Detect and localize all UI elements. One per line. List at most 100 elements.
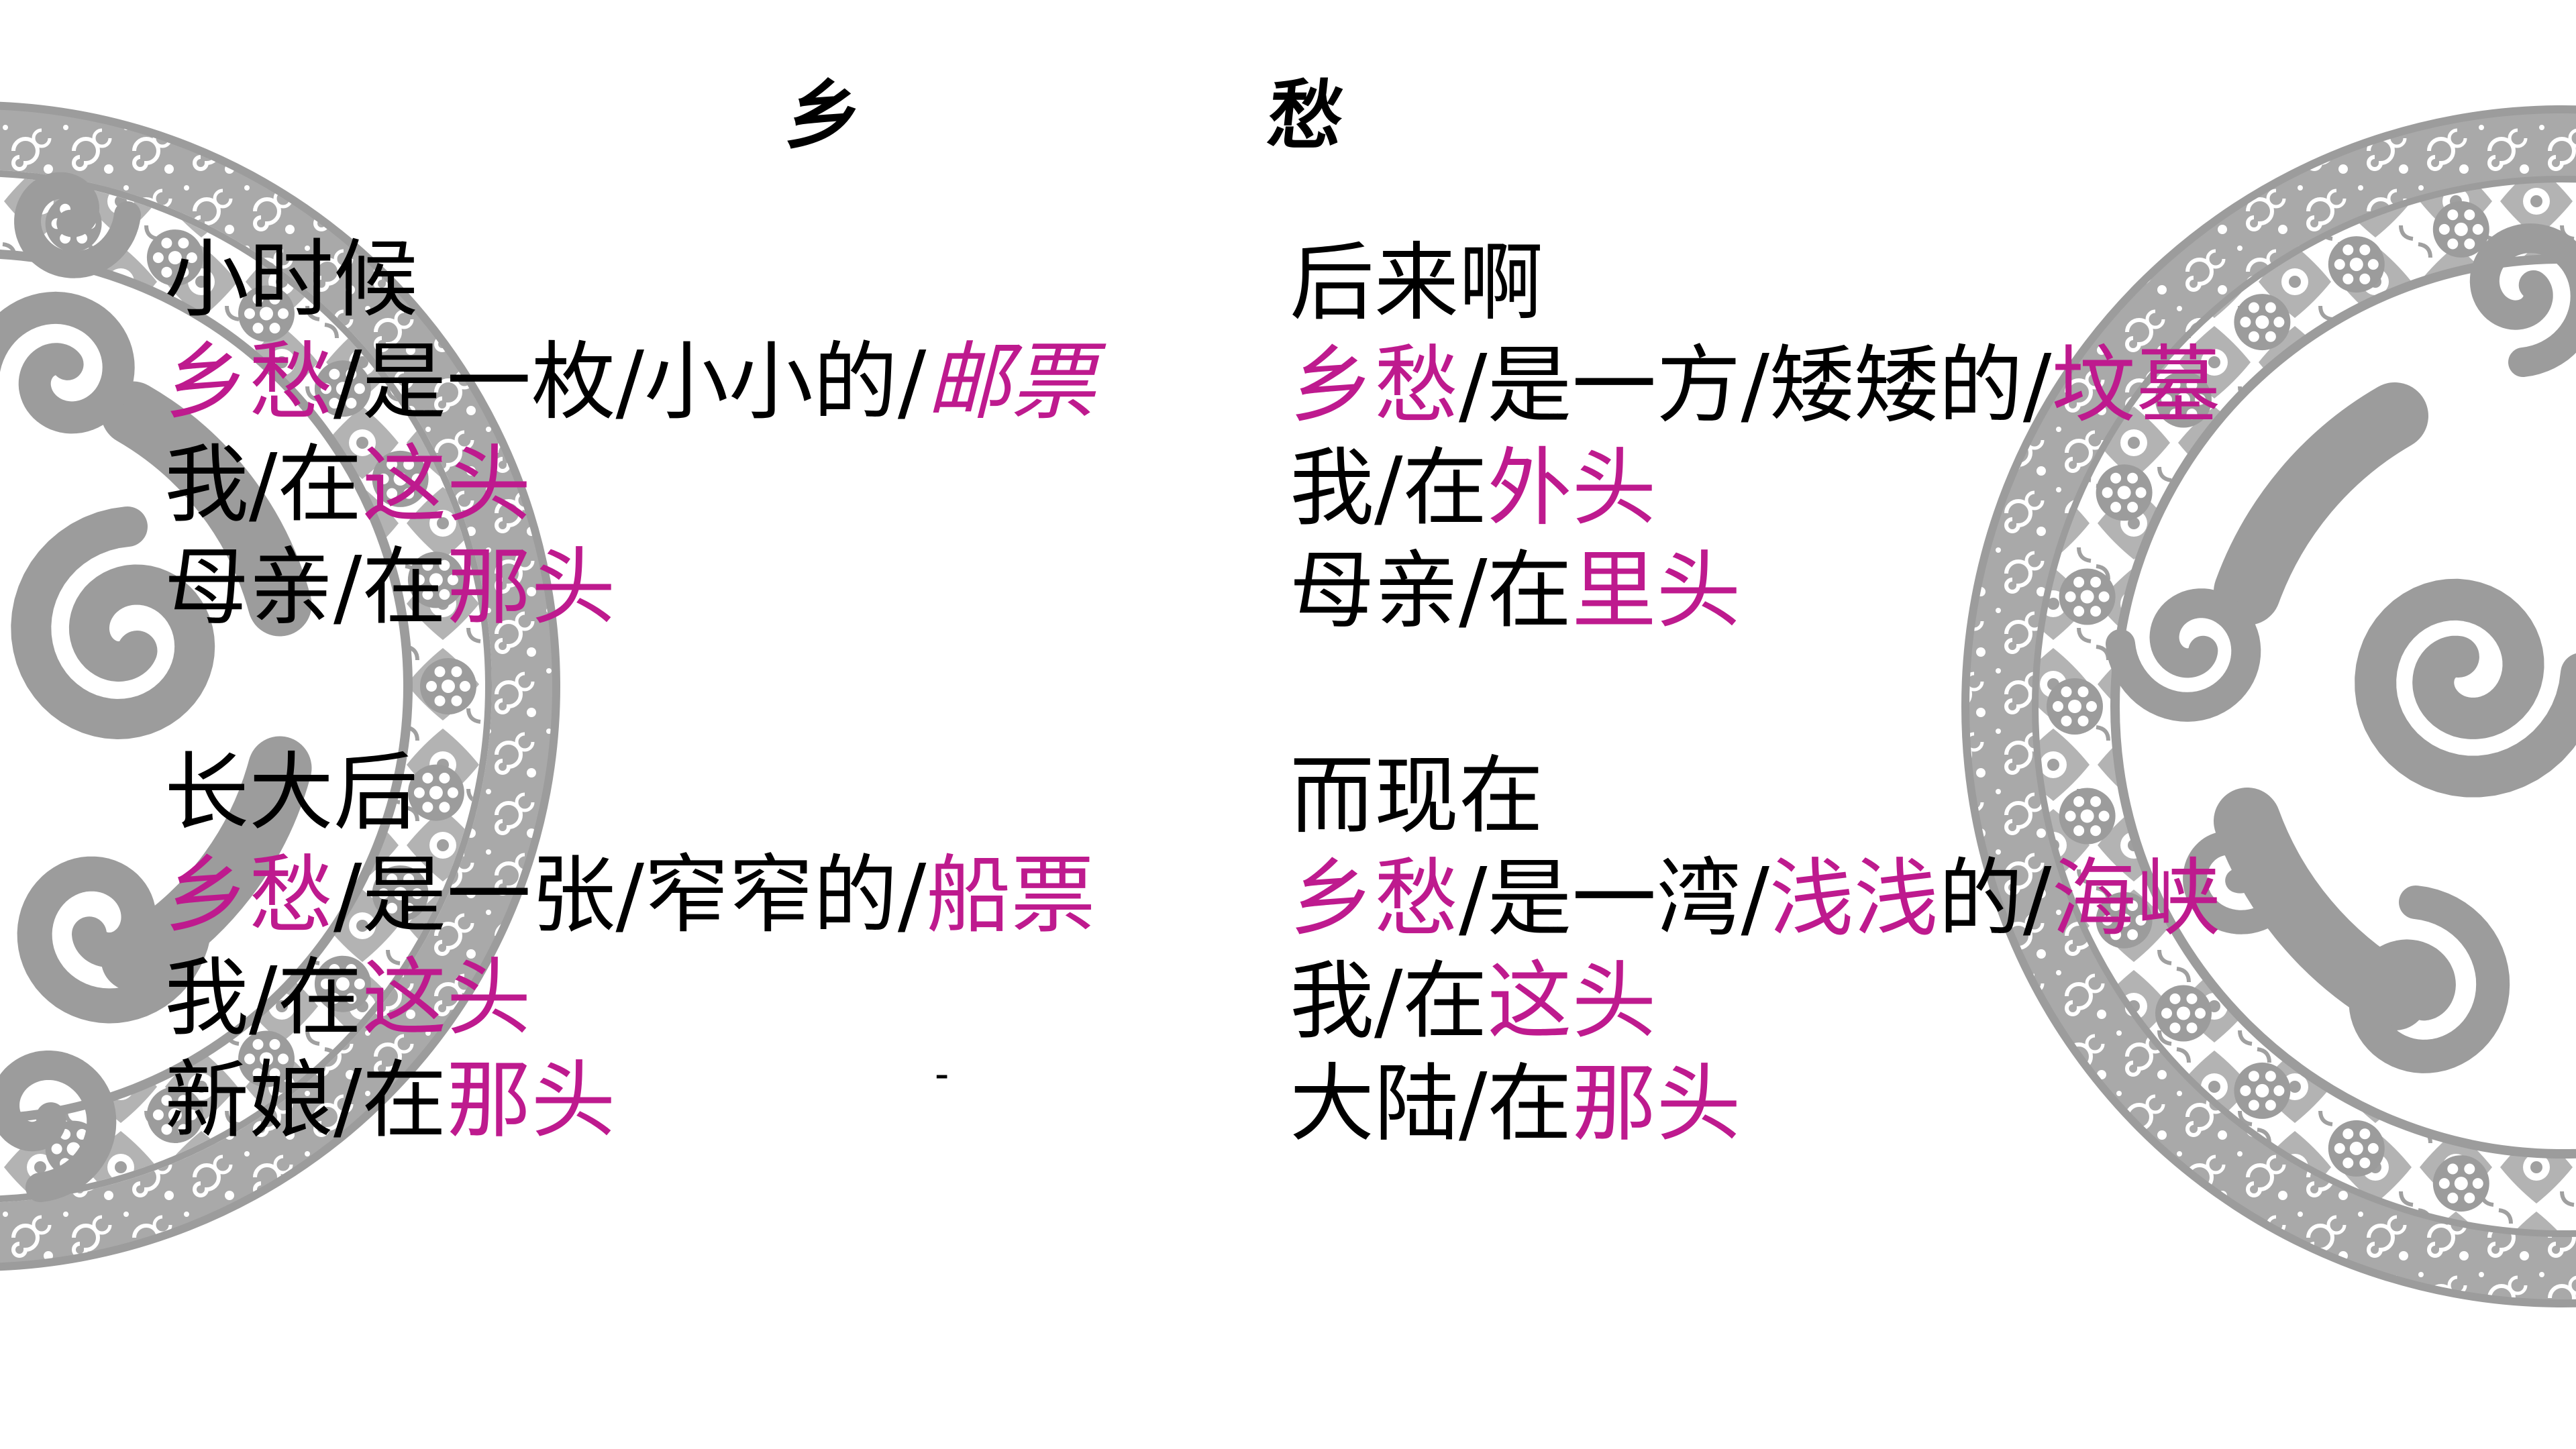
- cloud-swirl-icon: [11, 506, 215, 739]
- swirl-group: [2106, 223, 2576, 1073]
- line-text: 母亲/在: [164, 538, 447, 637]
- stanza-3: 后来啊 乡愁/是一方/矮矮的/坟墓 我/在外头 母亲/在里头: [1290, 231, 2220, 642]
- poem-line: 我/在外头: [1290, 437, 2220, 539]
- poem-title-char: 乡: [782, 72, 866, 160]
- ornament-ring: [0, 102, 560, 1271]
- line-text: 长大后: [164, 743, 418, 842]
- highlight-word: 那头: [446, 1051, 616, 1150]
- lotus-medallion-icon: [238, 1030, 295, 1087]
- line-text: 而现在: [1290, 747, 1543, 845]
- highlight-word: 这头: [362, 435, 531, 534]
- medallion-group: [2047, 201, 2489, 1212]
- stray-dash-mark: -: [935, 1049, 949, 1097]
- lotus-medallion-icon: [2328, 1120, 2385, 1177]
- stanza-heading: 长大后: [164, 741, 1095, 844]
- cloud-swirl-icon: [17, 856, 212, 1024]
- poem-title-char: 愁: [1264, 72, 1348, 160]
- highlight-word: 乡愁: [1290, 336, 1459, 435]
- lotus-medallion-icon: [372, 865, 429, 922]
- stanza-4: 而现在 乡愁/是一湾/浅浅的/海峡 我/在这头 大陆/在那头: [1290, 745, 2220, 1155]
- swirl-group: [0, 172, 215, 1202]
- line-text: 大陆/在: [1290, 1055, 1572, 1153]
- highlight-word: 乡愁: [164, 846, 333, 945]
- lotus-medallion-icon: [314, 955, 371, 1012]
- left-column: 小时候 乡愁/是一枚/小小的/邮票 我/在这头 母亲/在那头 长大后 乡愁/是一…: [164, 228, 1095, 1152]
- highlight-word: 海峡: [2051, 849, 2221, 948]
- lotus-medallion-icon: [2059, 568, 2116, 625]
- line-text: 母亲/在: [1290, 541, 1572, 640]
- lotus-medallion-icon: [2155, 371, 2212, 428]
- lotus-medallion-icon: [2096, 892, 2153, 949]
- highlight-word: 乡愁: [164, 333, 333, 431]
- cloud-swirl-icon: [0, 291, 135, 434]
- line-text: 我/在: [1290, 952, 1488, 1051]
- lotus-medallion-icon: [2059, 788, 2116, 845]
- lotus-medallion-icon: [407, 551, 464, 608]
- poem-line: 我/在这头: [1290, 950, 2220, 1053]
- ornament-ring: [0, 170, 492, 1202]
- stanza-heading: 而现在: [1290, 745, 2220, 847]
- poem-line: 乡愁/是一湾/浅浅的/海峡: [1290, 847, 2220, 950]
- cloud-band-icon: [101, 736, 312, 991]
- lotus-medallion-icon: [314, 360, 371, 417]
- line-text: 后来啊: [1290, 233, 1543, 332]
- line-text: 我/在: [164, 435, 362, 534]
- lotus-medallion-icon: [407, 764, 464, 821]
- poem-line: 乡愁/是一张/窄窄的/船票: [164, 844, 1095, 947]
- lotus-medallion-icon: [372, 450, 429, 507]
- line-text: 的/: [1938, 849, 2052, 948]
- ornament-ring: [2032, 176, 2576, 1237]
- ornament-ring: [1961, 105, 2576, 1307]
- lotus-medallion-icon: [146, 229, 203, 286]
- cloud-swirl-icon: [2106, 588, 2261, 722]
- lotus-medallion-icon: [238, 285, 295, 342]
- highlight-word: 那头: [446, 538, 616, 637]
- line-text: 新娘/在: [164, 1051, 447, 1150]
- stanza-1: 小时候 乡愁/是一枚/小小的/邮票 我/在这头 母亲/在那头: [164, 228, 1095, 639]
- cloud-swirl-icon: [2355, 578, 2576, 798]
- left-cloud-medallion-ornament: [0, 102, 560, 1271]
- lotus-medallion-icon: [2096, 464, 2153, 521]
- highlight-word: 邮票: [926, 333, 1096, 431]
- line-text: 我/在: [1290, 439, 1488, 537]
- highlight-word: 这头: [362, 949, 531, 1047]
- cloud-band-icon: [101, 381, 312, 637]
- highlight-word: 坟墓: [2051, 336, 2221, 435]
- cloud-swirl-icon: [2349, 885, 2510, 1073]
- ornament-inner-band: [2038, 182, 2576, 1231]
- line-text: /是一枚/小小的/: [333, 333, 927, 431]
- line-text: /是一湾/: [1459, 849, 1769, 948]
- cloud-swirl-icon: [2183, 830, 2307, 934]
- ornament-outer-band: [1968, 112, 2576, 1301]
- lotus-medallion-icon: [146, 1086, 203, 1143]
- line-text: /是一方/矮矮的/: [1459, 336, 2052, 435]
- highlight-word: 船票: [926, 846, 1096, 945]
- lotus-medallion-icon: [2432, 201, 2489, 258]
- stanza-heading: 小时候: [164, 228, 1095, 331]
- lotus-medallion-icon: [2234, 1062, 2291, 1119]
- cloud-swirl-icon: [2469, 223, 2576, 377]
- lotus-medallion-icon: [2047, 678, 2103, 735]
- line-text: 小时候: [164, 230, 418, 329]
- poem-line: 母亲/在里头: [1290, 539, 2220, 642]
- highlight-word: 外头: [1487, 439, 1657, 537]
- poem-line: 新娘/在那头: [164, 1049, 1095, 1152]
- right-column: 后来啊 乡愁/是一方/矮矮的/坟墓 我/在外头 母亲/在里头 而现在 乡愁/是一…: [1290, 231, 2220, 1155]
- lotus-medallion-icon: [2155, 985, 2212, 1042]
- cloud-swirl-icon: [0, 1051, 117, 1202]
- highlight-word: 这头: [1487, 952, 1657, 1051]
- poem-line: 乡愁/是一方/矮矮的/坟墓: [1290, 334, 2220, 437]
- highlight-word: 浅浅: [1769, 849, 1939, 948]
- ornament-ring: [0, 250, 413, 1123]
- lotus-medallion-icon: [420, 658, 476, 714]
- ornament-inner-band: [0, 176, 485, 1196]
- poem-line: 大陆/在那头: [1290, 1053, 2220, 1155]
- poem-line: 我/在这头: [164, 947, 1095, 1049]
- cloud-band-icon: [2214, 382, 2428, 625]
- lotus-medallion-icon: [2234, 294, 2291, 351]
- lotus-medallion-icon: [2328, 236, 2385, 293]
- stanza-heading: 后来啊: [1290, 231, 2220, 334]
- ornament-outer-band: [0, 108, 554, 1265]
- highlight-word: 里头: [1572, 541, 1741, 640]
